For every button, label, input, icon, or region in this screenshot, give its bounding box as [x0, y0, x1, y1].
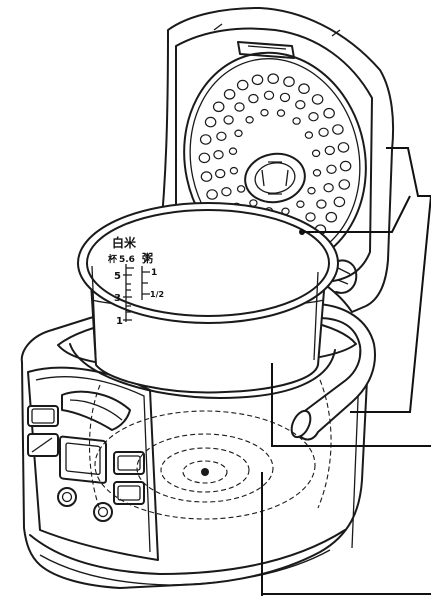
steam-hole: [316, 199, 327, 209]
steam-hole: [206, 189, 218, 200]
steam-hole: [318, 127, 329, 137]
steam-hole: [263, 90, 275, 101]
scale-left-mark-1: 1: [116, 316, 123, 327]
steam-hole: [308, 111, 319, 122]
scale-left-mark-5: 5: [114, 271, 121, 282]
callout-handle: [350, 195, 431, 413]
inner-pot: [77, 202, 339, 394]
steam-hole: [199, 134, 212, 145]
steam-hole: [236, 185, 246, 193]
water-level-scale: 白米 杯 5.6 5 3 1 粥 1 1/2: [108, 235, 164, 327]
steam-hole: [245, 116, 254, 124]
scale-left-mark-3: 3: [114, 293, 121, 304]
steam-hole: [323, 182, 334, 193]
steam-hole: [216, 131, 227, 141]
steam-hole: [213, 149, 224, 160]
steam-hole: [295, 99, 306, 110]
steam-hole: [267, 73, 279, 84]
steam-hole: [338, 179, 351, 190]
steam-hole: [312, 169, 322, 177]
minute-button[interactable]: [93, 502, 113, 522]
steam-hole: [223, 115, 234, 125]
steam-hole: [228, 147, 238, 156]
lid-latch: [335, 259, 358, 294]
steam-hole: [223, 89, 236, 100]
scale-right-heading: 粥: [142, 251, 153, 265]
steam-hole: [311, 94, 324, 105]
latch-ridges: [337, 267, 351, 285]
steam-hole: [260, 108, 269, 117]
steam-hole: [214, 168, 226, 179]
steam-hole: [325, 211, 338, 223]
steam-hole: [251, 74, 264, 86]
pot-well-rim: [69, 343, 336, 399]
scale-top-value: 5.6: [119, 255, 135, 265]
steam-hole: [333, 196, 346, 208]
steam-hole: [323, 107, 335, 119]
callout-inner-lid: [302, 195, 411, 233]
lid-release-button[interactable]: [61, 390, 131, 431]
steam-hole: [339, 160, 352, 172]
scale-top-prefix: 杯: [108, 253, 118, 265]
scale-right-mark-half: 1/2: [150, 290, 164, 299]
scale-heading: 白米: [112, 235, 137, 250]
steam-hole: [337, 142, 350, 153]
steam-hole: [311, 149, 321, 158]
heater-center: [201, 468, 209, 476]
steam-hole: [198, 152, 211, 164]
menu-button[interactable]: [27, 405, 59, 427]
steam-hole: [324, 145, 335, 156]
control-panel: [27, 390, 145, 522]
steam-hole: [212, 101, 225, 113]
heating-element: [88, 379, 332, 520]
steam-hole: [234, 129, 243, 138]
callout-inner-lid-dot: [299, 229, 305, 235]
callout-outer-lid: [386, 147, 431, 197]
steam-hole: [276, 109, 286, 117]
steam-hole: [221, 186, 232, 197]
scale-right-mark-1: 1: [151, 268, 157, 278]
steam-hole: [292, 117, 301, 125]
steam-hole: [283, 76, 295, 87]
callout-lines: [261, 147, 431, 596]
steam-hole: [307, 186, 316, 195]
steam-hole: [296, 200, 305, 209]
steam-hole: [326, 164, 337, 174]
handle: [290, 303, 376, 441]
steam-hole: [305, 212, 316, 222]
hour-button[interactable]: [57, 487, 77, 507]
steam-hole: [236, 79, 249, 91]
steam-hole: [229, 166, 239, 175]
steam-hole: [248, 93, 259, 104]
steam-hole: [279, 92, 291, 103]
steam-hole: [234, 102, 245, 112]
steam-hole: [204, 116, 217, 128]
callout-inner-pot: [271, 363, 431, 447]
steam-hole: [298, 83, 310, 94]
steam-hole: [332, 124, 344, 135]
steam-hole: [200, 171, 213, 182]
steam-hole: [304, 131, 314, 139]
